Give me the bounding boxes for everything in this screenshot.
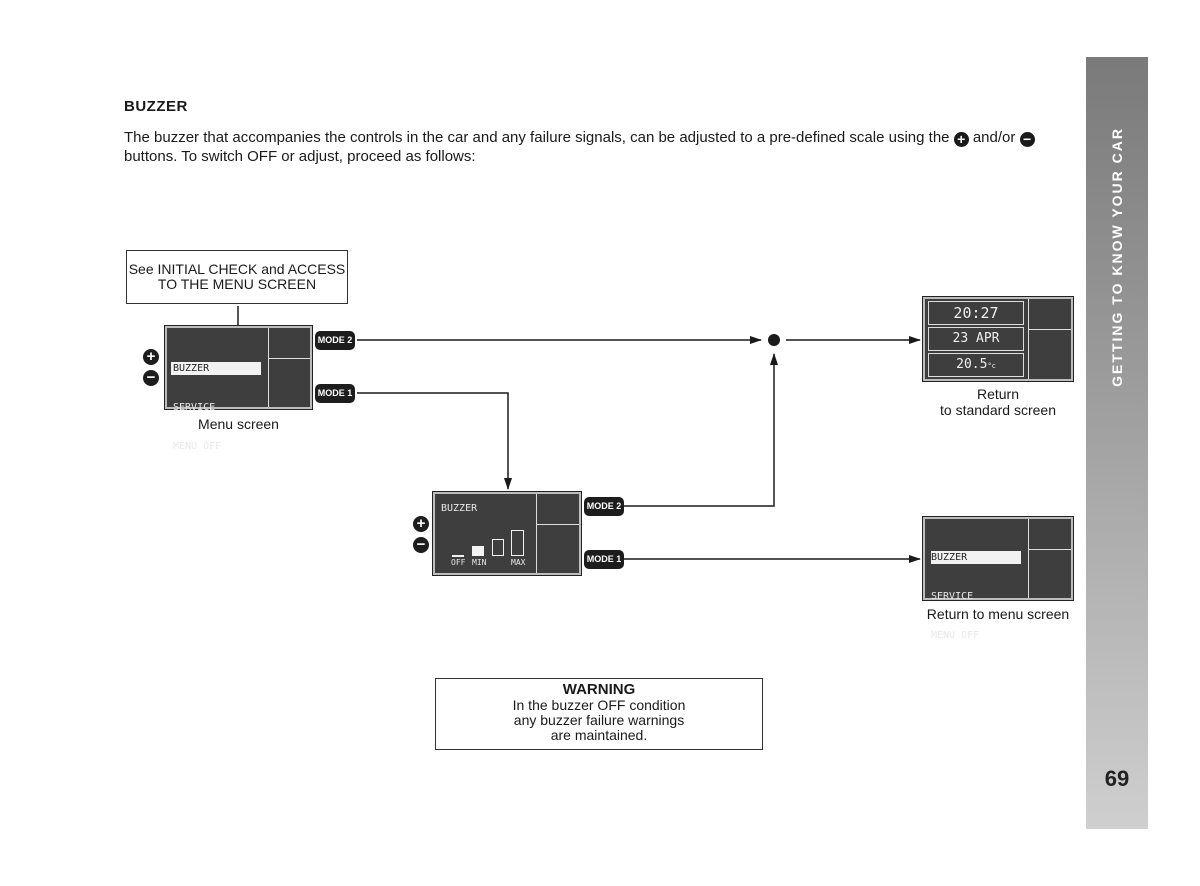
minus-button[interactable]: − — [413, 537, 429, 553]
screen-divider — [1028, 519, 1029, 598]
time-display: 20:27 — [928, 301, 1024, 325]
menu-item-buzzer: BUZZER — [931, 551, 1021, 564]
start-box-line2: TO THE MENU SCREEN — [157, 276, 317, 292]
arrow-menu-mode1 — [357, 392, 512, 490]
menu-screen: BUZZER SERVICE MENU OFF — [164, 325, 313, 452]
menu-item-service: SERVICE — [173, 402, 216, 413]
intro-paragraph: The buzzer that accompanies the controls… — [124, 128, 1074, 166]
return-menu-caption: Return to menu screen — [926, 606, 1070, 622]
plus-icon: + — [953, 132, 969, 147]
warning-box: WARNING In the buzzer OFF condition any … — [435, 678, 763, 750]
standard-screen-caption: Return to standard screen — [923, 386, 1073, 418]
chapter-sidebar: GETTING TO KNOW YOUR CAR — [1086, 57, 1148, 829]
scale-label-off: OFF — [451, 558, 466, 567]
menu-item-buzzer: BUZZER — [171, 362, 261, 375]
return-menu-screen: BUZZER SERVICE MENU OFF — [922, 516, 1074, 641]
intro-text-1: The buzzer that accompanies the controls… — [124, 129, 950, 146]
arrow-buzzer-mode2 — [624, 353, 778, 507]
temperature-value: 20.5 — [956, 357, 988, 372]
buzzer-title: BUZZER — [441, 503, 478, 514]
junction-dot — [768, 334, 780, 346]
screen-divider — [1028, 299, 1029, 379]
scale-label-max: MAX — [511, 558, 526, 567]
start-box: See INITIAL CHECK and ACCESS TO THE MENU… — [126, 250, 348, 304]
level-min-bar — [472, 546, 484, 556]
temperature-display: 20.5°c — [928, 353, 1024, 377]
level-mid-bar — [492, 539, 504, 556]
section-heading: BUZZER — [124, 98, 188, 115]
screen-divider — [536, 494, 537, 573]
mode2-button[interactable]: MODE 2 — [584, 497, 624, 516]
warning-line2: any buzzer failure warnings — [513, 712, 685, 728]
date-display: 23 APR — [928, 327, 1024, 351]
chapter-title: GETTING TO KNOW YOUR CAR — [1109, 127, 1125, 387]
screen-divider — [268, 358, 310, 359]
scale-label-min: MIN — [472, 558, 487, 567]
buzzer-screen: BUZZER OFF MIN MAX — [432, 491, 582, 576]
level-max-bar — [511, 530, 524, 556]
page-number: 69 — [1104, 766, 1130, 791]
plus-button[interactable]: + — [143, 349, 159, 365]
mode1-button[interactable]: MODE 1 — [584, 550, 624, 569]
menu-screen-caption: Menu screen — [198, 416, 279, 432]
minus-button[interactable]: − — [143, 370, 159, 386]
standard-caption-line1: Return — [976, 386, 1020, 402]
screen-divider — [536, 524, 579, 525]
start-box-line1: See INITIAL CHECK and ACCESS — [128, 261, 346, 277]
temperature-unit: °c — [987, 362, 996, 370]
menu-item-menu-off: MENU OFF — [931, 630, 980, 641]
warning-line3: are maintained. — [550, 727, 648, 743]
standard-caption-line2: to standard screen — [940, 402, 1056, 418]
mode1-button[interactable]: MODE 1 — [315, 384, 355, 403]
screen-divider — [268, 328, 269, 407]
screen-divider — [1028, 549, 1071, 550]
screen-divider — [1028, 329, 1071, 330]
standard-screen: 20:27 23 APR 20.5°c — [922, 296, 1074, 382]
intro-text-3: buttons. To switch OFF or adjust, procee… — [124, 148, 476, 165]
intro-text-2: and/or — [972, 129, 1016, 146]
plus-button[interactable]: + — [413, 516, 429, 532]
menu-item-service: SERVICE — [931, 591, 974, 602]
warning-line1: In the buzzer OFF condition — [512, 697, 686, 713]
menu-item-menu-off: MENU OFF — [173, 441, 222, 452]
minus-icon: − — [1019, 132, 1035, 147]
level-off-bar — [452, 555, 464, 557]
flow-connectors — [237, 306, 921, 563]
mode2-button[interactable]: MODE 2 — [315, 331, 355, 350]
warning-title: WARNING — [562, 681, 636, 698]
